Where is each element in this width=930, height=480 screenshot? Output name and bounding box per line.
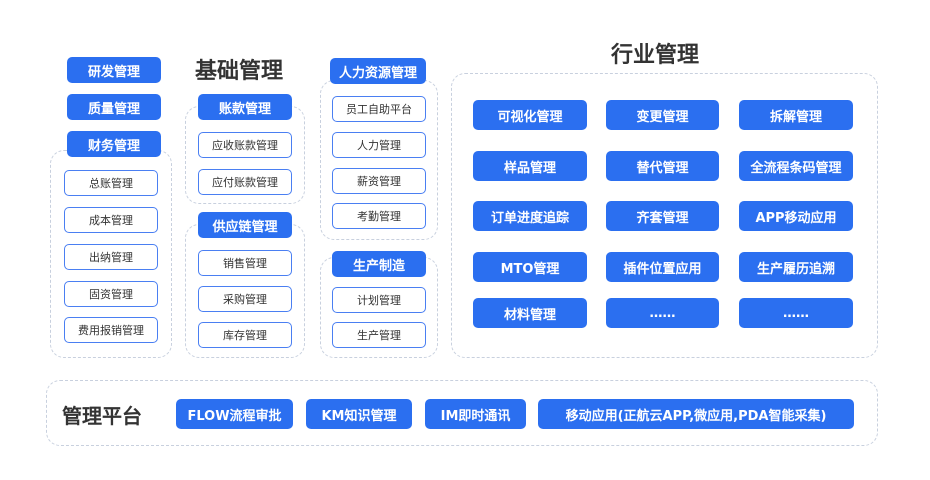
general-ledger-item[interactable]: 总账管理 xyxy=(64,170,158,196)
supply-chain-button[interactable]: 供应链管理 xyxy=(198,212,292,238)
industry-item-plugin-position[interactable]: 插件位置应用 xyxy=(606,252,719,282)
industry-item-order-tracking[interactable]: 订单进度追踪 xyxy=(473,201,587,231)
industry-item-mobile-app[interactable]: APP移动应用 xyxy=(739,201,853,231)
sales-management-item[interactable]: 销售管理 xyxy=(198,250,292,276)
production-management-item[interactable]: 生产管理 xyxy=(332,322,426,348)
flow-approval-button[interactable]: FLOW流程审批 xyxy=(176,399,293,429)
employee-self-service-item[interactable]: 员工自助平台 xyxy=(332,96,426,122)
fixed-assets-item[interactable]: 固资管理 xyxy=(64,281,158,307)
industry-item-substitute[interactable]: 替代管理 xyxy=(606,151,719,181)
industry-item-kitting[interactable]: 齐套管理 xyxy=(606,201,719,231)
industry-item-material[interactable]: 材料管理 xyxy=(473,298,587,328)
industry-item-production-history[interactable]: 生产履历追溯 xyxy=(739,252,853,282)
industry-item-visual[interactable]: 可视化管理 xyxy=(473,100,587,130)
payroll-item[interactable]: 薪资管理 xyxy=(332,168,426,194)
km-knowledge-button[interactable]: KM知识管理 xyxy=(306,399,412,429)
industry-item-change[interactable]: 变更管理 xyxy=(606,100,719,130)
industry-item-more-1[interactable]: …… xyxy=(606,298,719,328)
hr-admin-item[interactable]: 人力管理 xyxy=(332,132,426,158)
receivables-item[interactable]: 应收账款管理 xyxy=(198,132,292,158)
expense-reimbursement-item[interactable]: 费用报销管理 xyxy=(64,317,158,343)
planning-item[interactable]: 计划管理 xyxy=(332,287,426,313)
accounts-management-button[interactable]: 账款管理 xyxy=(198,94,292,120)
industry-item-barcode[interactable]: 全流程条码管理 xyxy=(739,151,853,181)
im-messaging-button[interactable]: IM即时通讯 xyxy=(425,399,526,429)
rd-management-button[interactable]: 研发管理 xyxy=(67,57,161,83)
finance-management-button[interactable]: 财务管理 xyxy=(67,131,161,157)
attendance-item[interactable]: 考勤管理 xyxy=(332,203,426,229)
payables-item[interactable]: 应付账款管理 xyxy=(198,169,292,195)
industry-item-mto[interactable]: MTO管理 xyxy=(473,252,587,282)
platform-group xyxy=(46,380,878,446)
cost-management-item[interactable]: 成本管理 xyxy=(64,207,158,233)
inventory-management-item[interactable]: 库存管理 xyxy=(198,322,292,348)
production-manufacturing-button[interactable]: 生产制造 xyxy=(332,251,426,277)
industry-item-disassembly[interactable]: 拆解管理 xyxy=(739,100,853,130)
quality-management-button[interactable]: 质量管理 xyxy=(67,94,161,120)
cashier-management-item[interactable]: 出纳管理 xyxy=(64,244,158,270)
industry-item-more-2[interactable]: …… xyxy=(739,298,853,328)
purchase-management-item[interactable]: 采购管理 xyxy=(198,286,292,312)
platform-title: 管理平台 xyxy=(62,404,142,428)
industry-management-title: 行业管理 xyxy=(611,43,700,68)
industry-group xyxy=(451,73,878,358)
industry-item-sample[interactable]: 样品管理 xyxy=(473,151,587,181)
mobile-apps-button[interactable]: 移动应用(正航云APP,微应用,PDA智能采集) xyxy=(538,399,854,429)
basic-management-title: 基础管理 xyxy=(195,59,284,84)
hr-management-button[interactable]: 人力资源管理 xyxy=(330,58,426,84)
